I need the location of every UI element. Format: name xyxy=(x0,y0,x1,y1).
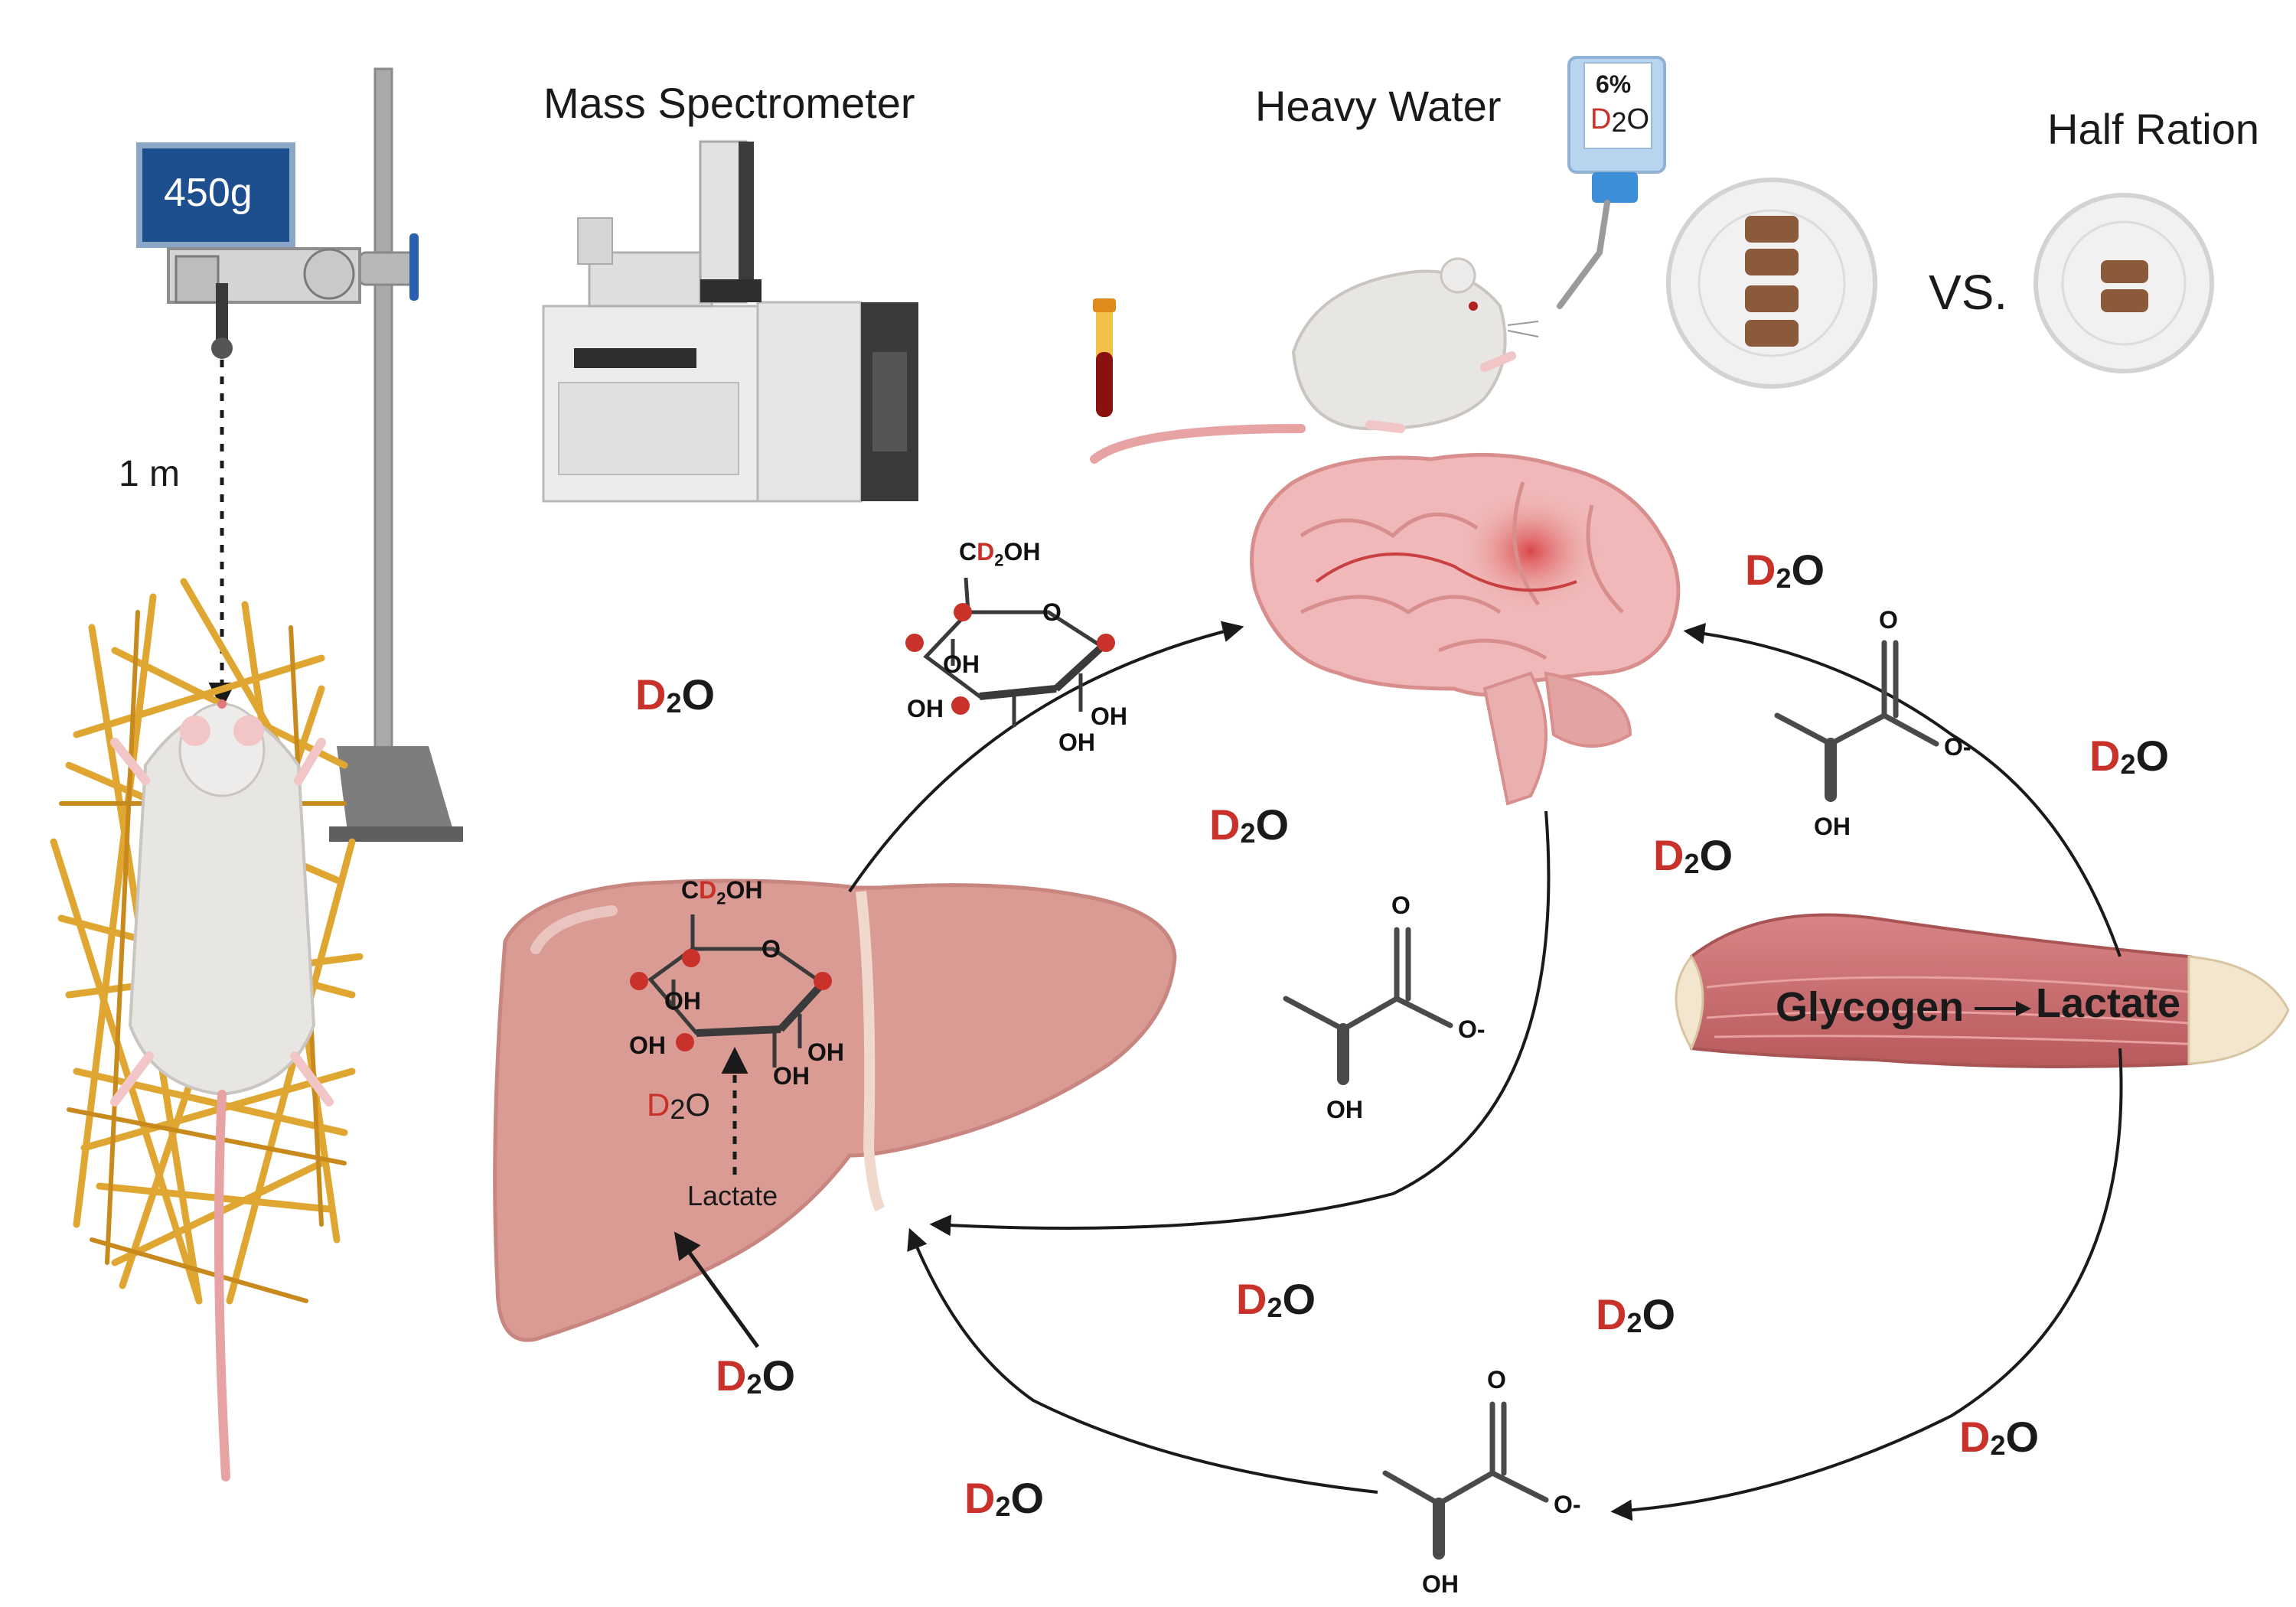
glucose-liver-oh: OH xyxy=(629,1032,666,1059)
arrow-liver-to-brain xyxy=(848,621,1244,893)
half-ration-plate-icon xyxy=(2033,193,2214,373)
lactate-oh: OH xyxy=(1814,813,1851,840)
lactate-bottom-o: O xyxy=(1487,1366,1506,1393)
d2o-label: D2O xyxy=(1959,1413,2040,1461)
arrow-brain-to-liver xyxy=(929,810,1551,1237)
mass-spectrometer-title: Mass Spectrometer xyxy=(543,79,915,127)
rat-top-icon xyxy=(1090,257,1539,464)
glucose-liver-oh: OH xyxy=(773,1062,810,1090)
bottle-percent: 6% xyxy=(1596,70,1632,98)
lactate-molecule-icon xyxy=(1774,640,1939,802)
glucose-oh: OH xyxy=(943,650,980,678)
d2o-label: D2O xyxy=(716,1351,796,1400)
mass-spectrometer-icon xyxy=(542,140,918,503)
half-ration-title: Half Ration xyxy=(2047,105,2260,153)
d2o-label: D2O xyxy=(964,1474,1045,1522)
lactate-o-minus: O- xyxy=(1944,733,1971,761)
brain-icon xyxy=(1250,452,1681,806)
heavy-water-title: Heavy Water xyxy=(1255,82,1502,130)
arrow-d2o-into-liver xyxy=(673,1231,760,1348)
versus-label: VS. xyxy=(1929,265,2008,320)
d2o-label: D2O xyxy=(635,670,716,719)
arrow-muscle-to-lactate xyxy=(1610,1048,2123,1521)
lactate-molecule-mid-icon xyxy=(1283,927,1453,1085)
glucose-oh: OH xyxy=(907,695,944,722)
muscle-icon xyxy=(1675,913,2290,1068)
glucose-liver-red-dots xyxy=(630,949,832,1051)
lactate-mid-oh: OH xyxy=(1326,1096,1363,1123)
glucose-liver-ring-o: O xyxy=(762,935,781,963)
glucose-liver-cd2oh: CD2OH xyxy=(681,876,763,908)
glucose-ring-o: O xyxy=(1042,598,1062,626)
glucose-oh: OH xyxy=(1058,729,1095,756)
bottle-d2o-label: D2O xyxy=(1590,103,1650,138)
water-bottle-icon xyxy=(1557,56,1666,309)
lactate-o: O xyxy=(1879,606,1898,634)
glucose-cd2oh: CD2OH xyxy=(959,538,1041,570)
glucose-liver-oh: OH xyxy=(807,1038,844,1066)
glucose-oh: OH xyxy=(1091,702,1127,730)
d2o-label: D2O xyxy=(1745,546,1825,594)
food-plate-icon xyxy=(1666,178,1877,389)
ring-stand-icon xyxy=(329,67,463,842)
glucose-red-dots xyxy=(905,603,1115,715)
rat-icon xyxy=(110,699,334,1482)
d2o-label: D2O xyxy=(2089,732,2170,780)
arrow-lactate-to-liver xyxy=(907,1227,1378,1494)
d2o-liver-label: D2O xyxy=(647,1087,711,1125)
glycogen-label: Glycogen xyxy=(1776,984,1965,1030)
muscle-lactate-label: Lactate xyxy=(2036,980,2181,1026)
d2o-label: D2O xyxy=(1236,1275,1316,1323)
d2o-label: D2O xyxy=(1209,800,1290,849)
lactate-bottom-oh: OH xyxy=(1422,1570,1459,1598)
lactate-bottom-o-minus: O- xyxy=(1554,1491,1581,1518)
lactate-molecule-bottom-icon xyxy=(1382,1401,1549,1560)
scale-icon xyxy=(136,142,361,359)
drop-height-label: 1 m xyxy=(119,454,181,494)
arrow-muscle-to-brain xyxy=(1683,622,2122,957)
d2o-label: D2O xyxy=(1653,831,1733,879)
liver-icon xyxy=(493,878,1177,1342)
lactate-mid-o: O xyxy=(1391,892,1411,919)
d2o-label: D2O xyxy=(1596,1290,1676,1338)
liver-lactate-label: Lactate xyxy=(687,1180,778,1211)
blood-tube-icon xyxy=(1093,298,1116,417)
lactate-mid-o-minus: O- xyxy=(1458,1015,1486,1043)
scale-reading: 450g xyxy=(164,171,253,215)
glucose-liver-oh: OH xyxy=(664,987,701,1015)
